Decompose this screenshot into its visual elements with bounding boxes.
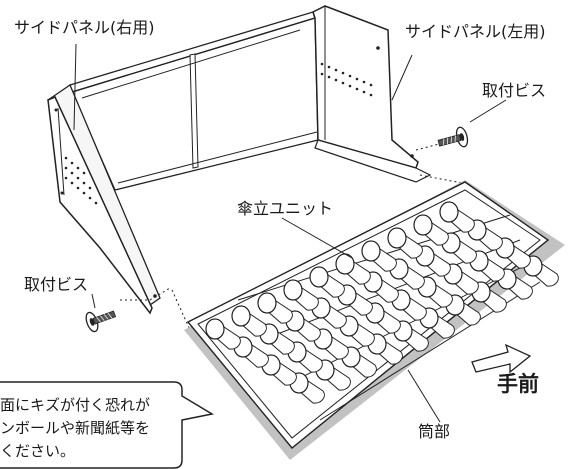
tube xyxy=(495,237,531,269)
tube xyxy=(257,292,293,324)
label-front: 手前 xyxy=(497,372,539,396)
tube xyxy=(445,294,481,326)
caution-callout: 面にキズが付く恐れが ンボールや新聞紙等を ください。 xyxy=(0,381,215,469)
label-umbrella-unit: 傘立ユニット xyxy=(237,199,333,218)
tube xyxy=(283,279,319,311)
note-line-1: 面にキズが付く恐れが xyxy=(0,396,150,414)
label-screw-right: 取付ビス xyxy=(482,81,546,100)
tube xyxy=(497,268,533,300)
umbrella-tray xyxy=(184,180,565,460)
tube xyxy=(413,214,449,246)
side-panel-right xyxy=(47,84,161,315)
tube xyxy=(365,302,401,334)
side-panel-left xyxy=(312,5,432,183)
leader-lines xyxy=(73,43,507,423)
rear-frame xyxy=(69,11,319,191)
screw-right-icon xyxy=(435,125,471,154)
tube xyxy=(309,266,345,298)
tube xyxy=(439,201,475,233)
note-line-3: ください。 xyxy=(0,442,75,460)
tube xyxy=(231,305,267,337)
tube xyxy=(387,227,423,259)
label-screw-left: 取付ビス xyxy=(24,275,88,294)
screw-left-icon xyxy=(83,303,119,334)
label-tube: 筒部 xyxy=(418,422,450,441)
tube-array xyxy=(205,201,559,404)
tube xyxy=(389,258,425,290)
tube xyxy=(335,253,371,285)
tube xyxy=(361,240,397,272)
tube xyxy=(205,318,241,350)
arrow-right-icon xyxy=(471,343,532,374)
note-line-2: ンボールや新聞紙等を xyxy=(0,419,150,437)
label-side-panel-right: サイドパネル(右用) xyxy=(14,18,155,37)
label-side-panel-left: サイドパネル(左用) xyxy=(405,22,546,41)
